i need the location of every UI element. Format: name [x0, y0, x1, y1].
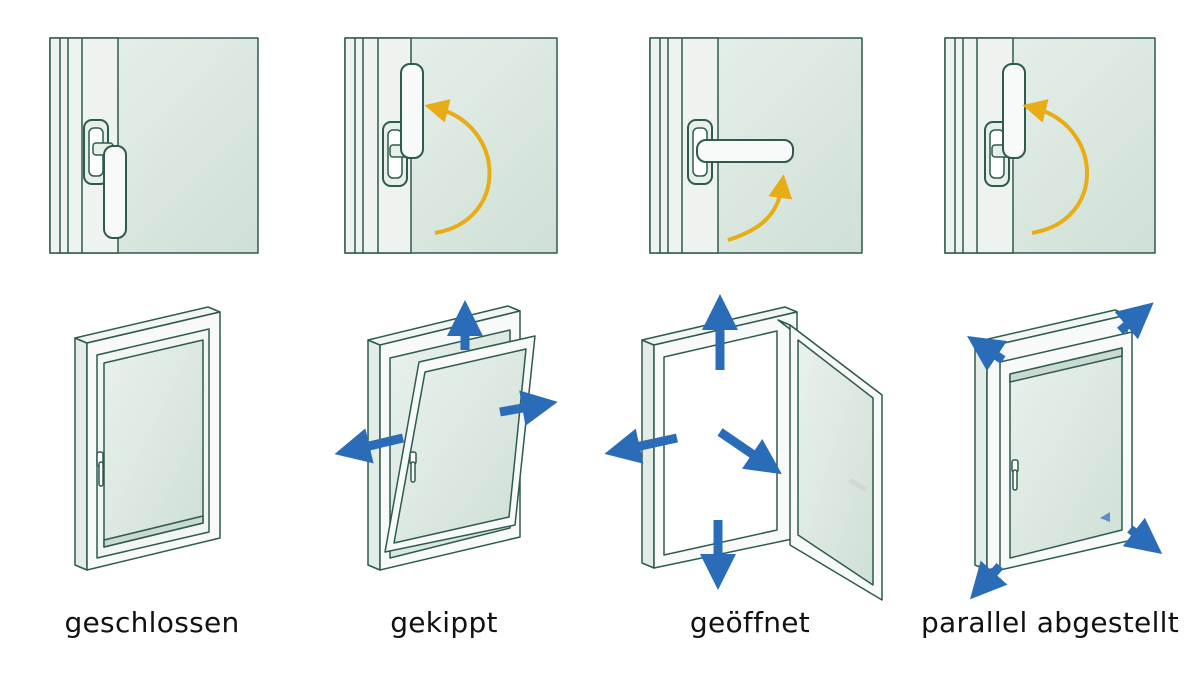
- arrow-icon: [1122, 517, 1163, 555]
- window-open: [641, 306, 883, 601]
- arrow-icon: [967, 336, 1007, 371]
- handle-closeup-open: [649, 37, 863, 254]
- handle-closeup-closed: [49, 37, 259, 254]
- label-tilted: gekippt: [390, 606, 498, 639]
- arrow-diagonal-icon: [717, 428, 782, 475]
- handle-closeup-tilted: [344, 37, 558, 254]
- arrow-left-icon: [604, 428, 678, 464]
- arrow-right-icon: [499, 390, 558, 426]
- tilt-arrows: [334, 300, 558, 464]
- rotate-arrow-icon: [727, 174, 793, 242]
- window-tilted: [367, 305, 536, 571]
- open-arrows: [604, 294, 782, 590]
- label-closed: geschlossen: [64, 606, 240, 639]
- arrow-icon: [1114, 302, 1154, 340]
- arrow-icon: [969, 560, 1008, 600]
- rotate-arrow-icon: [424, 99, 492, 235]
- label-parallel: parallel abgestellt: [920, 606, 1180, 639]
- window-parallel: [974, 309, 1133, 571]
- handle-closeup-parallel: [944, 37, 1156, 254]
- parallel-arrows: [967, 302, 1163, 600]
- rotate-arrow-icon: [1022, 99, 1089, 235]
- label-open: geöffnet: [689, 606, 811, 639]
- arrow-left-icon: [334, 428, 405, 464]
- window-closed: [74, 306, 221, 571]
